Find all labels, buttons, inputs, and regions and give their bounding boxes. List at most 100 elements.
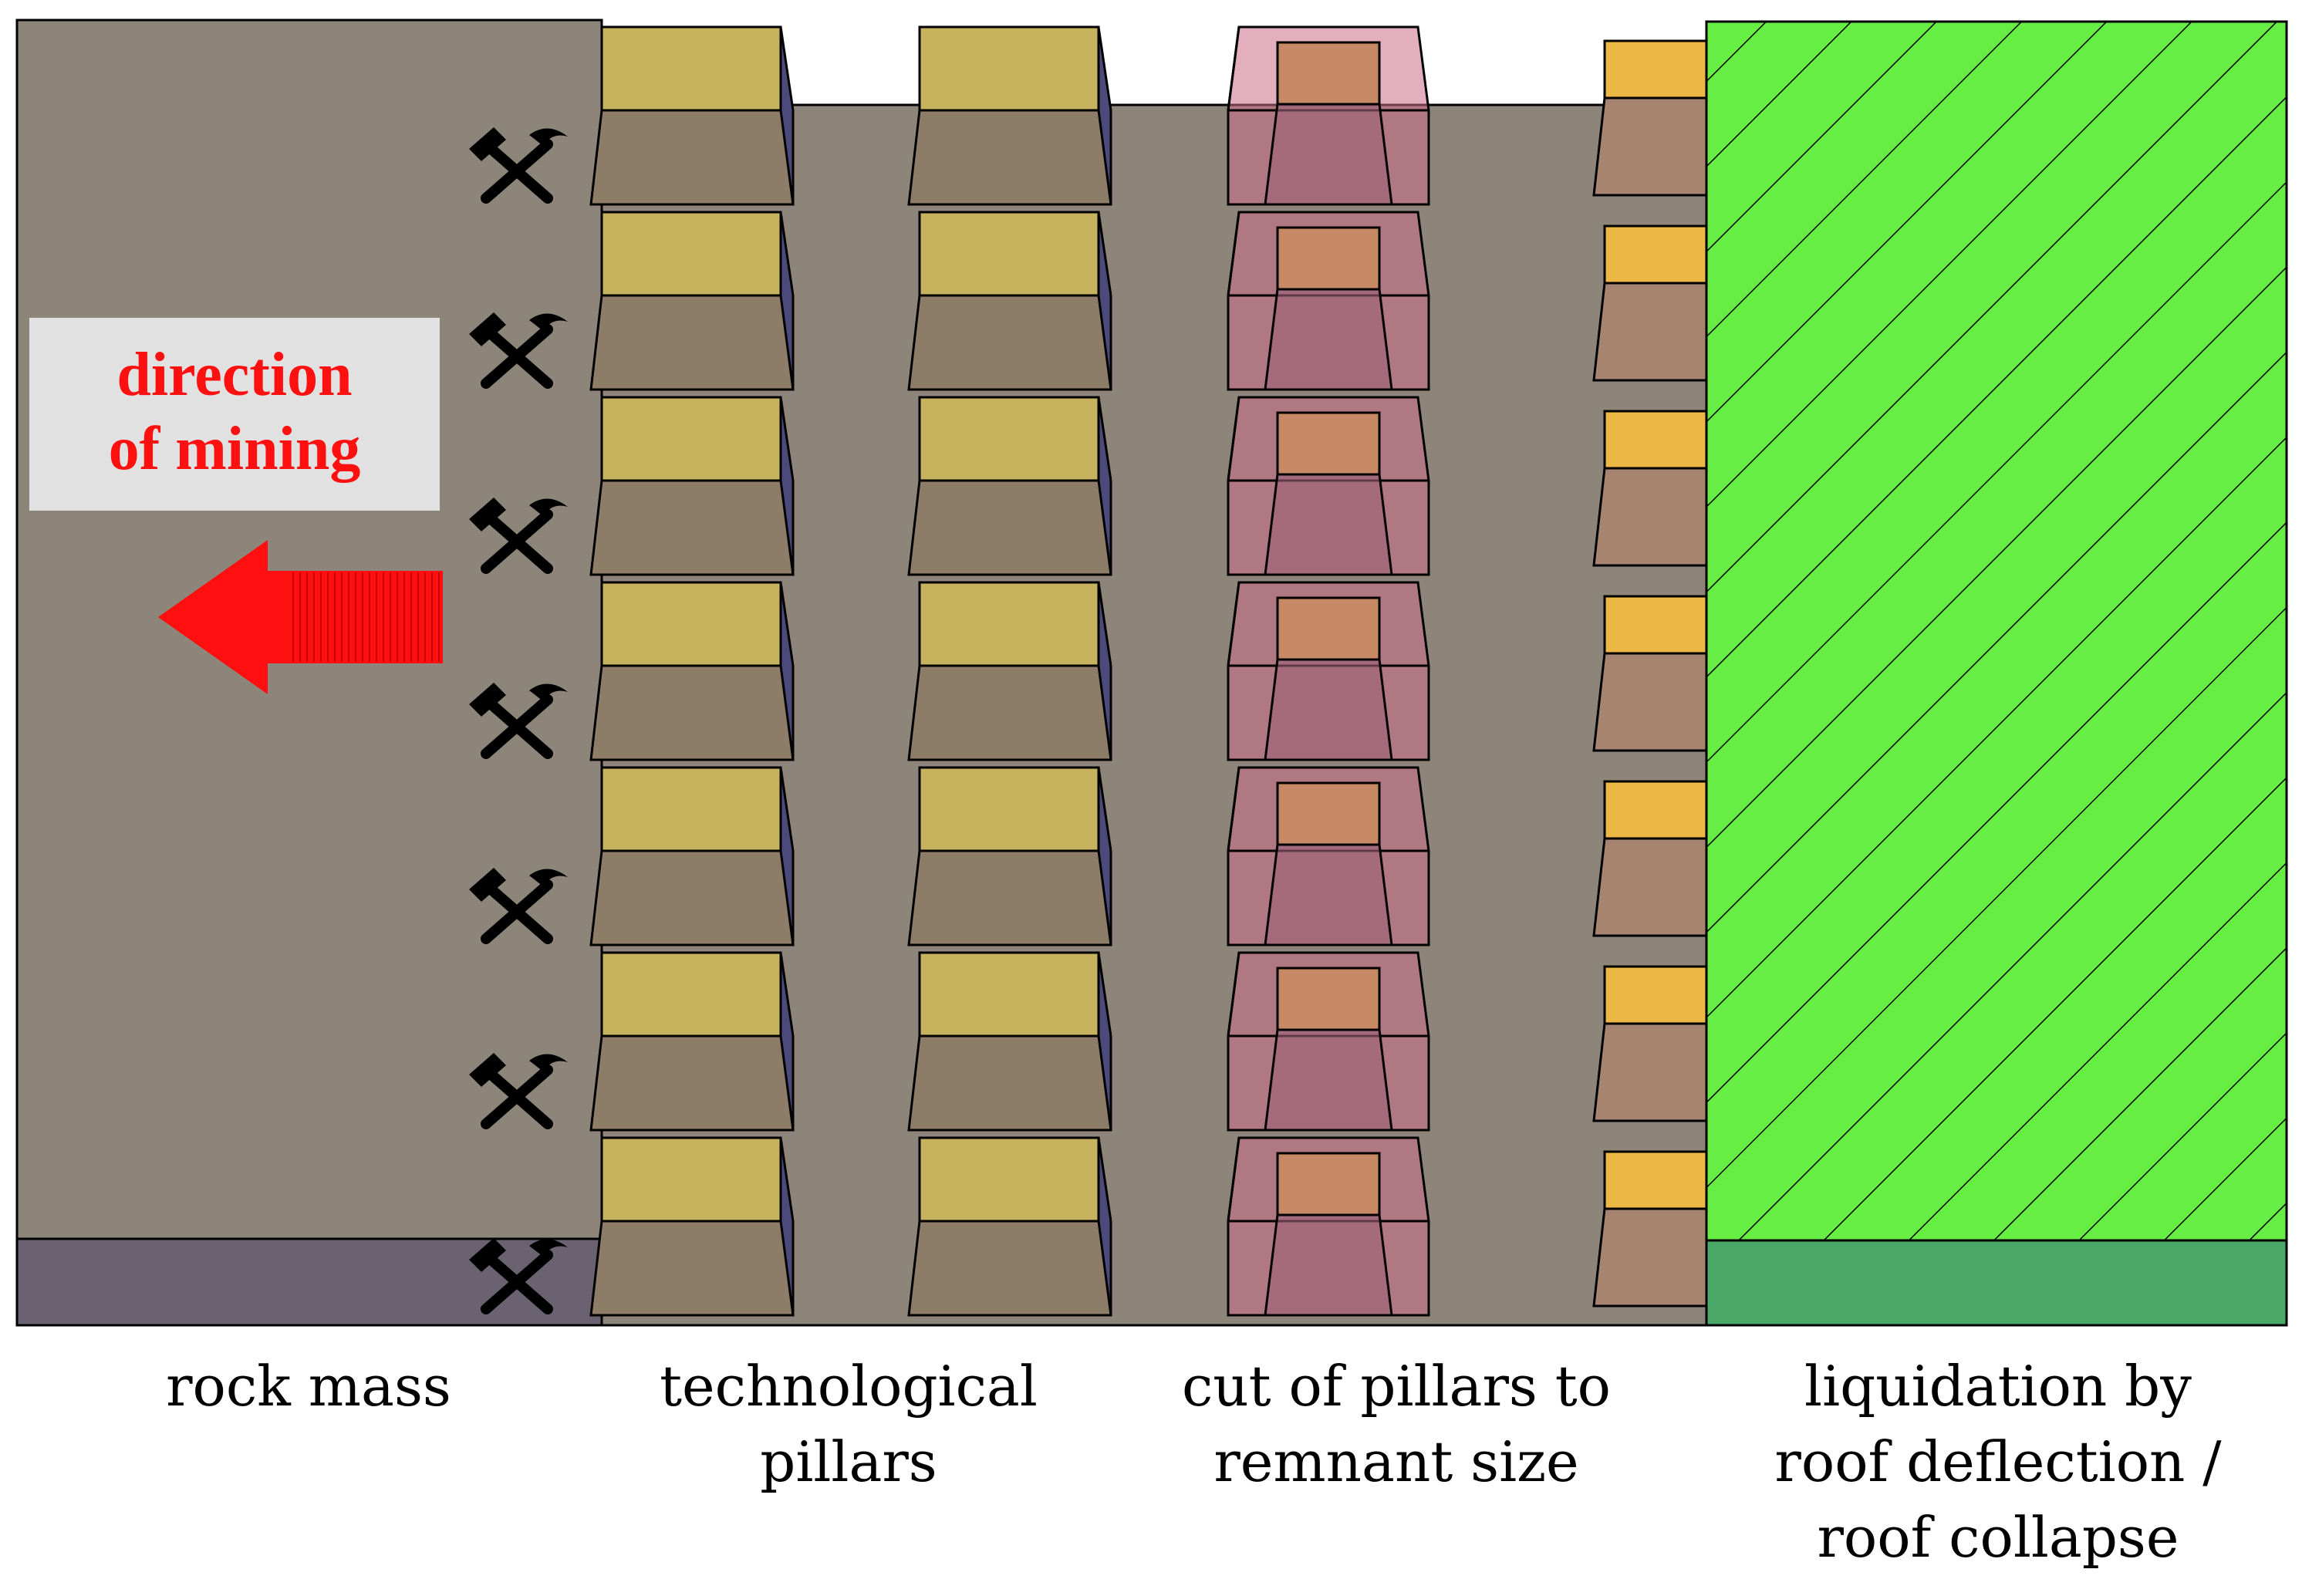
- pillar-top: [600, 396, 782, 482]
- pillar-side: [907, 294, 1112, 391]
- direction-arrow: [158, 540, 443, 694]
- label-cut-pillars: cut of pillars to remnant size: [1142, 1348, 1651, 1500]
- pillar-top: [600, 951, 782, 1038]
- pillar-side: [907, 1220, 1112, 1317]
- pillar-top: [600, 211, 782, 297]
- hammer-and-pick-icon: [469, 868, 568, 944]
- liquidation-zone: [1705, 20, 2288, 1242]
- remnant-pillar-top: [1603, 595, 1708, 655]
- remnant-pillar-side: [1264, 103, 1393, 206]
- pillar-top: [600, 766, 782, 852]
- remnant-pillar: [1592, 39, 1708, 197]
- remnant-pillar-side: [1264, 658, 1393, 761]
- remnant-pillar: [1592, 410, 1708, 567]
- pillar-side: [907, 1034, 1112, 1132]
- cut-pillar: [1227, 581, 1430, 761]
- remnant-pillar-top: [1603, 410, 1708, 470]
- remnant-pillar: [1592, 965, 1708, 1122]
- remnant-pillar-top: [1276, 967, 1381, 1031]
- technological-pillar: [589, 25, 795, 206]
- remnant-pillar: [1592, 595, 1708, 752]
- remnant-pillar-side: [1264, 288, 1393, 391]
- pillar-side: [589, 1220, 795, 1317]
- pillar-top: [600, 25, 782, 112]
- remnant-pillar-side: [1264, 1028, 1393, 1132]
- pillar-side: [907, 479, 1112, 576]
- remnant-pillar: [1592, 224, 1708, 382]
- remnant-pillar-top: [1276, 41, 1381, 106]
- label-technological-pillars-line2: pillars: [760, 1429, 937, 1494]
- remnant-pillar-side: [1264, 843, 1393, 946]
- pillar-side: [589, 109, 795, 206]
- pillar-side: [589, 479, 795, 576]
- technological-pillar: [589, 766, 795, 946]
- hammer-and-pick-icon: [469, 312, 568, 389]
- technological-pillar: [907, 396, 1112, 576]
- pillar-top: [918, 581, 1100, 667]
- pillar-top: [600, 581, 782, 667]
- hammer-and-pick-icon: [469, 683, 568, 759]
- remnant-pillar-top: [1603, 965, 1708, 1025]
- remnant-pillar-side: [1592, 96, 1708, 197]
- remnant-pillar-top: [1276, 411, 1381, 476]
- label-liquidation-line3: roof collapse: [1817, 1505, 2179, 1570]
- remnant-pillar-side: [1592, 837, 1708, 937]
- remnant-pillar-top: [1603, 224, 1708, 285]
- pillar-top: [918, 211, 1100, 297]
- rock-mass-floor: [15, 1237, 603, 1327]
- hammer-and-pick-icon: [469, 1053, 568, 1129]
- technological-pillar: [907, 25, 1112, 206]
- technological-pillar: [907, 581, 1112, 761]
- hammer-and-pick-icon: [469, 498, 568, 574]
- technological-pillar: [907, 1136, 1112, 1317]
- pillar-side: [589, 664, 795, 761]
- pillar-grid: [589, 25, 1708, 1317]
- label-technological-pillars-line1: technological: [660, 1354, 1038, 1419]
- pillar-side: [589, 1034, 795, 1132]
- pillar-side: [907, 109, 1112, 206]
- technological-pillar: [907, 766, 1112, 946]
- cut-pillar: [1227, 766, 1430, 946]
- pillar-top: [918, 25, 1100, 112]
- remnant-pillar-side: [1592, 282, 1708, 382]
- label-cut-pillars-line2: remnant size: [1213, 1429, 1579, 1494]
- pillar-side: [907, 664, 1112, 761]
- hammer-and-pick-icon: [469, 127, 568, 204]
- technological-pillar: [907, 211, 1112, 391]
- label-technological-pillars: technological pillars: [625, 1348, 1072, 1500]
- pillar-top: [918, 766, 1100, 852]
- direction-label-line2: of mining: [108, 415, 361, 483]
- pillar-side: [907, 849, 1112, 946]
- direction-label-line1: direction: [116, 341, 353, 409]
- technological-pillar: [589, 211, 795, 391]
- pillar-side: [589, 294, 795, 391]
- label-cut-pillars-line1: cut of pillars to: [1181, 1354, 1612, 1419]
- technological-pillar: [589, 1136, 795, 1317]
- remnant-pillar-side: [1592, 652, 1708, 752]
- technological-pillar: [589, 396, 795, 576]
- remnant-pillar-top: [1276, 781, 1381, 846]
- label-liquidation-line2: roof deflection /: [1774, 1429, 2222, 1494]
- pillar-top: [918, 951, 1100, 1038]
- remnant-pillar-top: [1603, 1150, 1708, 1210]
- direction-of-mining-label: direction of mining: [29, 318, 440, 511]
- remnant-pillar: [1592, 1150, 1708, 1308]
- remnant-pillar-top: [1603, 39, 1708, 100]
- pillar-top: [600, 1136, 782, 1223]
- remnant-pillar: [1592, 780, 1708, 937]
- remnant-pillar-top: [1276, 596, 1381, 661]
- cut-pillar: [1227, 396, 1430, 576]
- pillar-top: [918, 396, 1100, 482]
- remnant-pillar-side: [1264, 1213, 1393, 1317]
- pillar-side: [589, 849, 795, 946]
- remnant-pillar-top: [1276, 1152, 1381, 1216]
- label-rock-mass: rock mass: [100, 1348, 517, 1424]
- cut-pillar: [1227, 1136, 1430, 1317]
- label-liquidation-line1: liquidation by: [1804, 1354, 2192, 1419]
- technological-pillar: [589, 951, 795, 1132]
- cut-pillar: [1227, 211, 1430, 391]
- liquidation-zone-floor: [1705, 1239, 2288, 1327]
- technological-pillar: [589, 581, 795, 761]
- remnant-pillar-top: [1276, 226, 1381, 291]
